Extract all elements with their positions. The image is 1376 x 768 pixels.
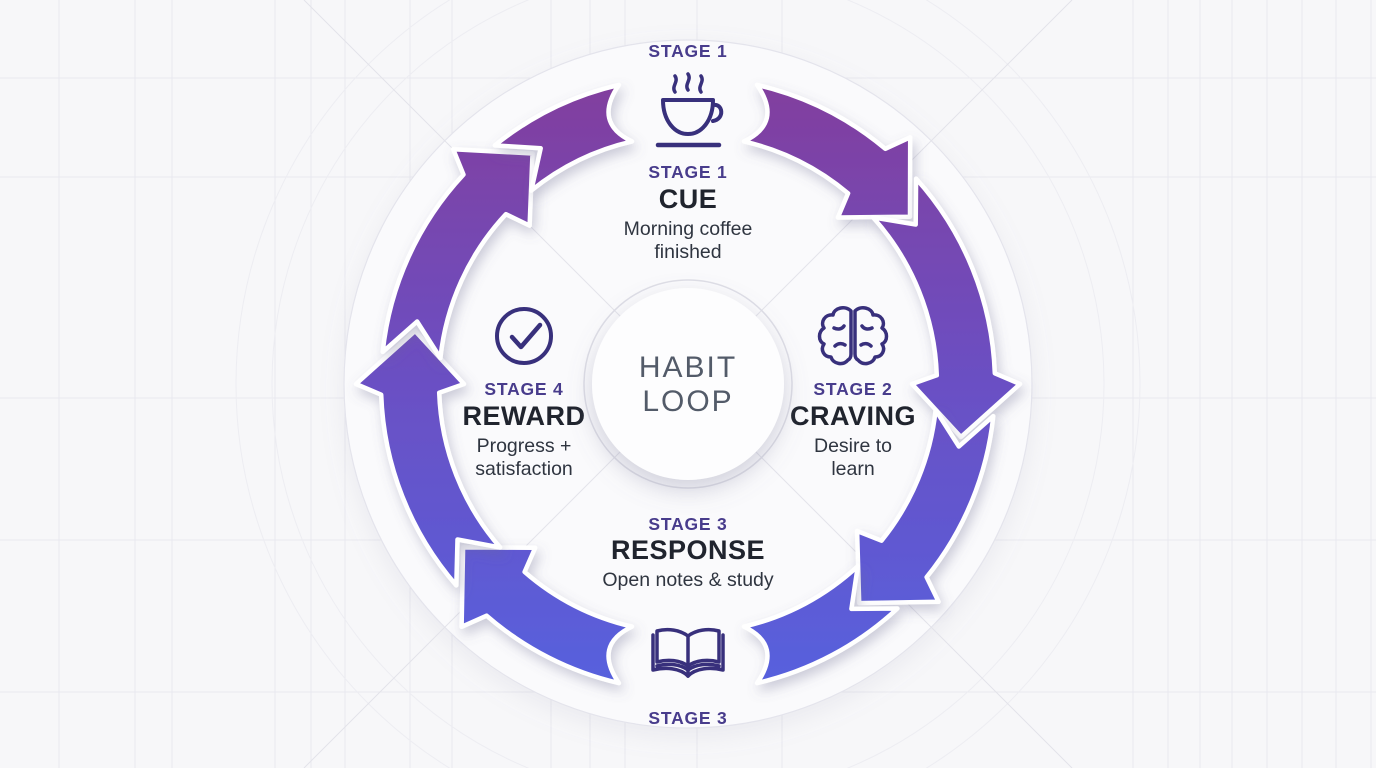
brain-icon	[817, 306, 889, 366]
stage-1-outer-label: STAGE 1	[648, 41, 727, 61]
arrow-segment-6	[353, 328, 503, 588]
check-circle-icon	[495, 307, 553, 365]
stage-4-description-line1: Progress +	[477, 435, 572, 457]
stage-2-label: STAGE 2	[813, 379, 892, 399]
stage-3-description-line1: Open notes & study	[602, 569, 774, 591]
hub-title-line2: LOOP	[642, 385, 733, 418]
stage-1-description-line2: finished	[654, 241, 721, 263]
stage-3-outer-label: STAGE 3	[648, 708, 727, 728]
arrow-segment-8	[492, 82, 635, 193]
stage-3-label: STAGE 3	[648, 514, 727, 534]
stage-2-title: CRAVING	[790, 401, 916, 431]
arrow-segment-4	[741, 563, 900, 686]
arrow-segment-5	[459, 545, 635, 686]
stage-1-title: CUE	[659, 184, 718, 214]
construction-circle-mid	[271, 0, 1105, 768]
coffee-cup-icon	[655, 72, 724, 148]
open-book-icon	[651, 627, 725, 678]
arrow-segment-1	[741, 82, 913, 220]
stage-2-description-line2: learn	[831, 458, 874, 480]
arrow-segment-3	[854, 407, 996, 606]
habit-loop-arrow-ring	[353, 82, 1023, 686]
construction-circle-outer	[235, 0, 1141, 768]
stage-1-label: STAGE 1	[648, 162, 727, 182]
hub-title-line1: HABIT	[639, 351, 737, 384]
hub-circle	[592, 288, 784, 480]
stage-4-title: REWARD	[463, 401, 586, 431]
stage-4-description-line2: satisfaction	[475, 458, 573, 480]
hub-outline-ring	[583, 279, 793, 489]
stage-4-label: STAGE 4	[484, 379, 563, 399]
stage-1-description-line1: Morning coffee	[624, 218, 753, 240]
stage-2-description-line1: Desire to	[814, 435, 892, 457]
stage-3-title: RESPONSE	[611, 535, 765, 565]
